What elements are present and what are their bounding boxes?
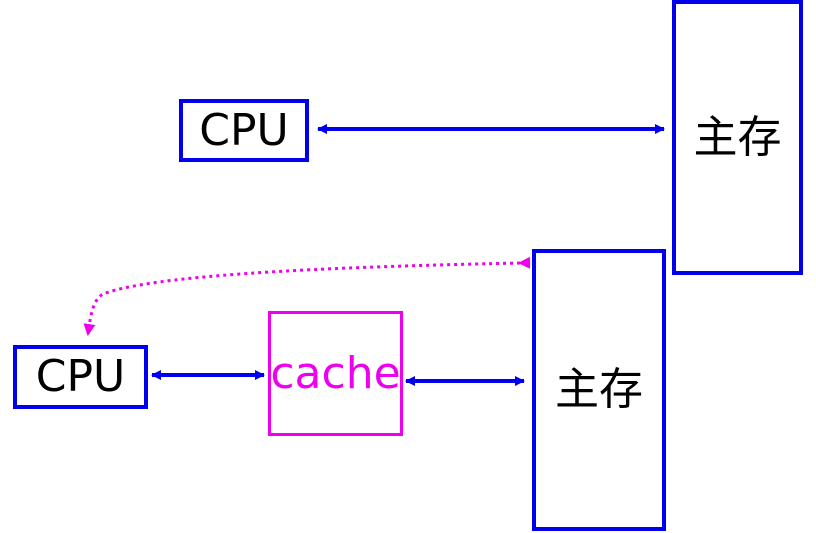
cpu-label-bottom: CPU [35, 351, 126, 402]
dotted-transition-arrow [83, 256, 531, 336]
main-memory-box-top: 主存 [672, 0, 803, 275]
cpu-box-top: CPU [179, 99, 309, 162]
main-memory-label-top: 主存 [693, 111, 782, 163]
cpu-label-top: CPU [199, 104, 289, 156]
cache-label: cache [270, 347, 401, 399]
main-memory-box-bottom: 主存 [532, 249, 666, 531]
main-memory-label-bottom: 主存 [555, 364, 643, 415]
cache-box: cache [268, 311, 403, 436]
cpu-box-bottom: CPU [13, 345, 148, 409]
